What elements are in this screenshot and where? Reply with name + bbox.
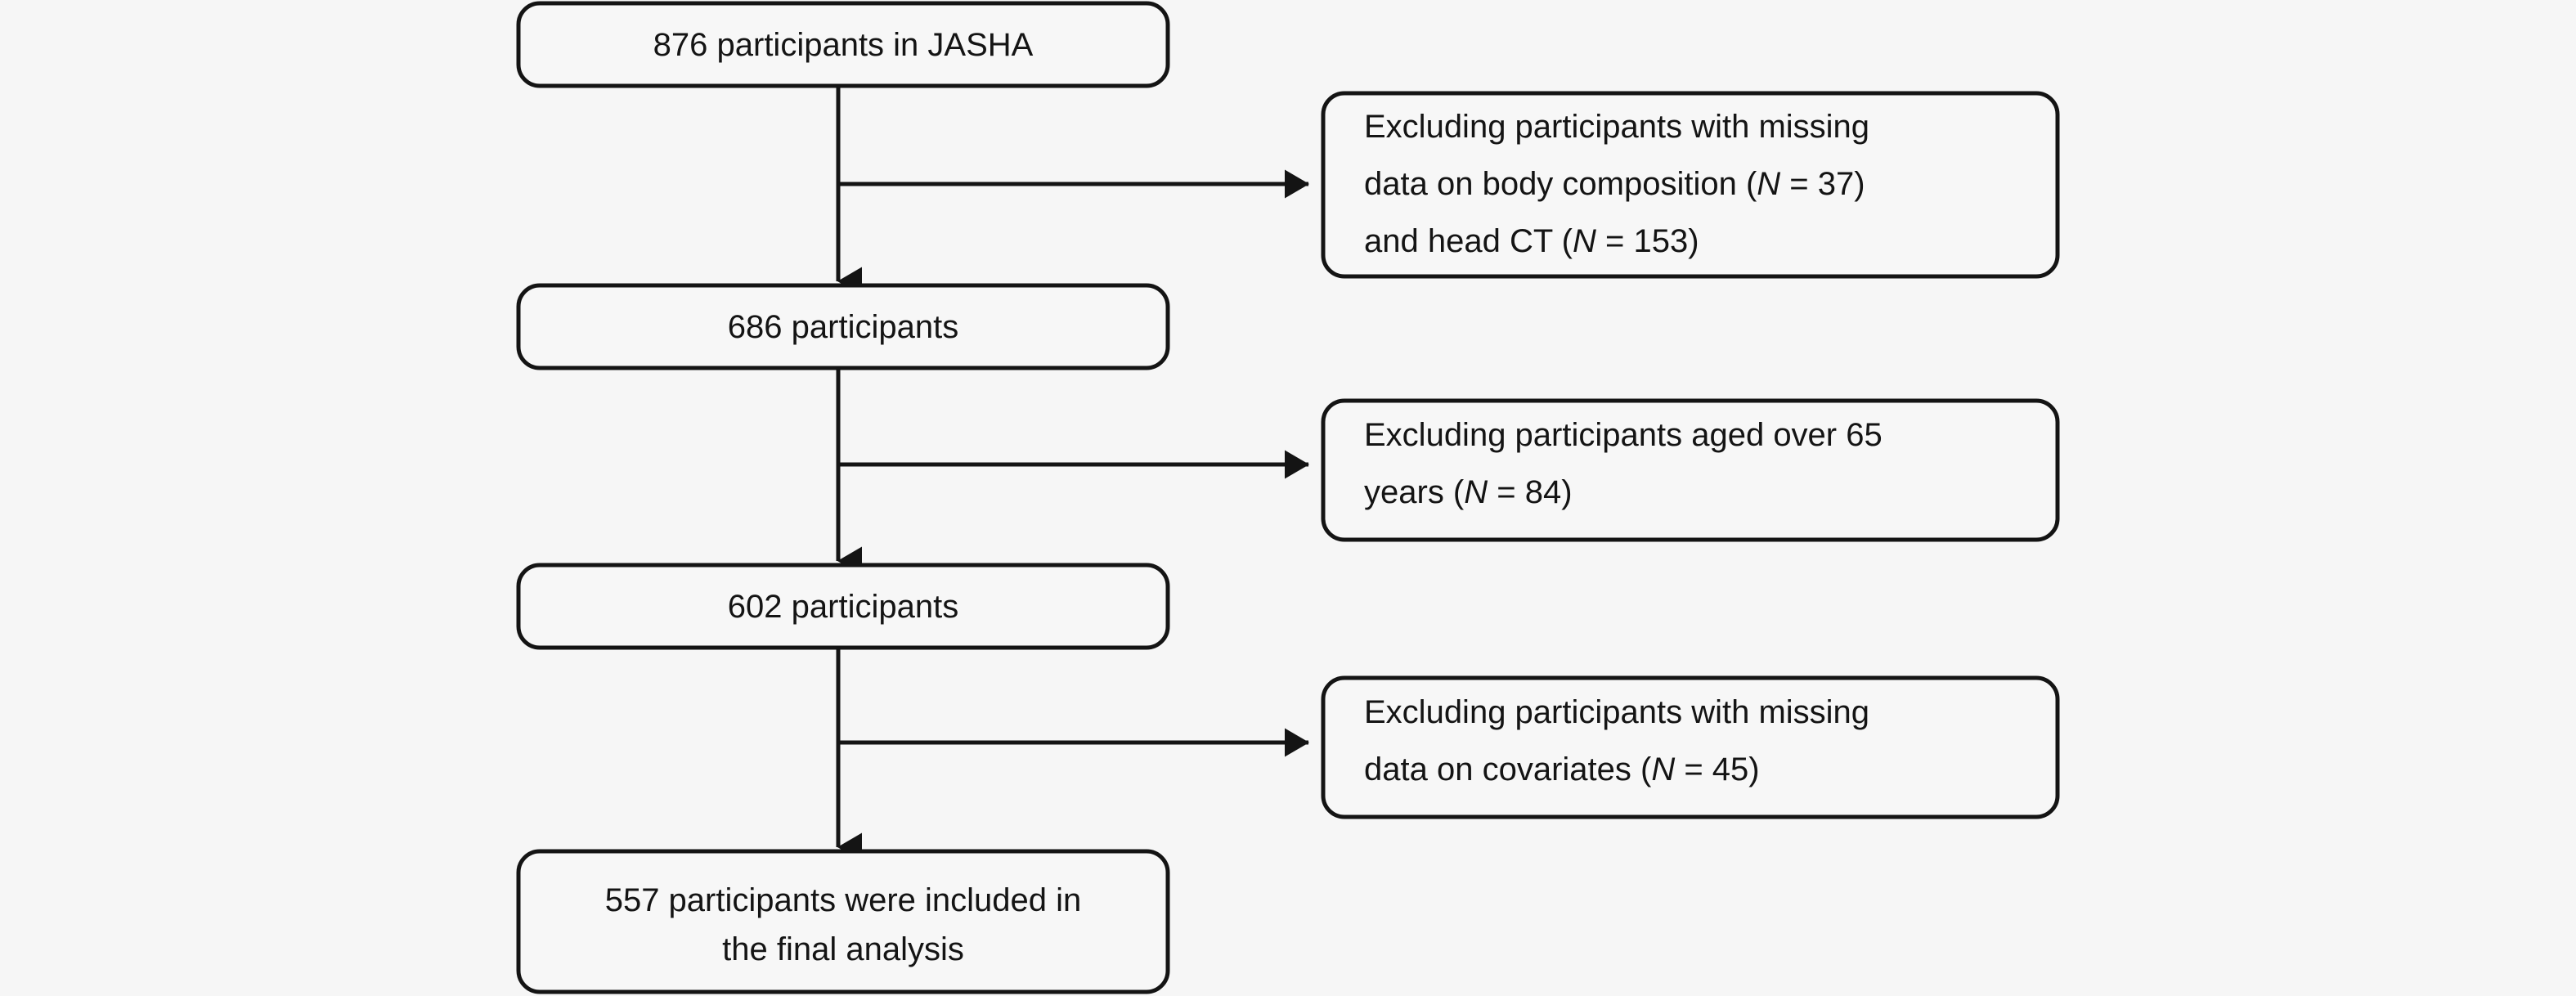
connector-group-2 — [836, 368, 1309, 576]
exclusion-3-box — [1321, 675, 2060, 819]
node-enrolled-label: 876 participants in JASHA — [653, 27, 1034, 63]
exclusion-2-line1: Excluding participants aged over 65 — [1364, 417, 1883, 453]
exclusion-2[interactable]: Excluding participants aged over 65 year… — [1321, 398, 2060, 542]
node-final-label-line1: 557 participants were included in — [605, 882, 1082, 918]
node-686[interactable]: 686 participants — [516, 283, 1170, 370]
exclusion-1-line3: and head CT (N = 153) — [1364, 223, 1699, 259]
node-enrolled-box — [516, 1, 1170, 88]
exclusion-1-line2: data on body composition (N = 37) — [1364, 166, 1865, 202]
connector-group-3 — [836, 648, 1309, 862]
node-602-box — [516, 563, 1170, 650]
node-final-label-line2: the final analysis — [722, 931, 964, 967]
exclusion-1-box — [1321, 91, 2060, 279]
node-686-box — [516, 283, 1170, 370]
node-602-label: 602 participants — [728, 589, 958, 625]
node-686-label: 686 participants — [728, 309, 958, 345]
node-enrolled[interactable]: 876 participants in JASHA — [516, 1, 1170, 88]
exclusion-2-line2: years (N = 84) — [1364, 474, 1573, 510]
exclusion-3-line1: Excluding participants with missing — [1364, 694, 1869, 730]
exclusion-2-box — [1321, 398, 2060, 542]
connector-group-1 — [836, 86, 1309, 296]
node-final[interactable]: 557 participants were included in the fi… — [516, 849, 1170, 994]
exclusion-1-line1: Excluding participants with missing — [1364, 109, 1869, 145]
exclusion-1[interactable]: Excluding participants with missing data… — [1321, 91, 2060, 279]
exclusion-3[interactable]: Excluding participants with missing data… — [1321, 675, 2060, 819]
node-602[interactable]: 602 participants — [516, 563, 1170, 650]
node-final-box — [516, 849, 1170, 994]
exclusion-3-line2: data on covariates (N = 45) — [1364, 751, 1760, 787]
